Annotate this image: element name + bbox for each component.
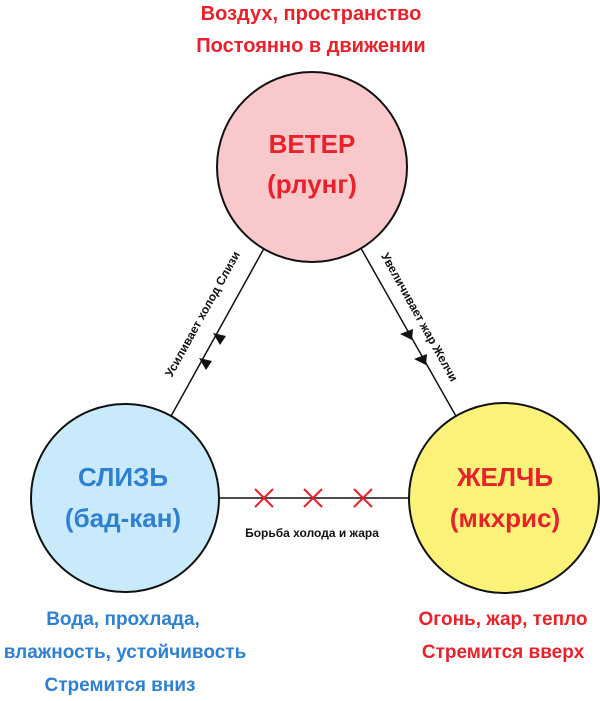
wind-subtitle: (рлунг): [267, 169, 357, 199]
bile-subtitle: (мкхрис): [450, 503, 560, 533]
wind-description-line-1: Воздух, пространство: [201, 3, 422, 25]
wind-title: ВЕТЕР: [269, 129, 356, 159]
edge-label-phlegm-bile: Борьба холода и жара: [245, 526, 379, 540]
arrowhead-left-1: [213, 333, 226, 345]
bile-description-line-1: Огонь, жар, тепло: [419, 609, 588, 630]
bile-title: ЖЕЛЧЬ: [456, 462, 553, 492]
arrowhead-right-2: [414, 354, 427, 365]
arrowhead-right-1: [400, 329, 413, 340]
arrowhead-left-2: [199, 358, 212, 370]
wind-description-line-2: Постоянно в движении: [196, 35, 425, 57]
phlegm-subtitle: (бад-кан): [65, 503, 181, 533]
cross-marks: [254, 488, 373, 508]
bile-description-line-2: Стремится вверх: [422, 642, 585, 663]
bile-circle: [408, 402, 600, 594]
phlegm-description-line-3: Стремится вниз: [45, 675, 196, 696]
connector-wind-bile: [357, 242, 458, 419]
phlegm-description-line-2: влажность, устойчивость: [4, 642, 247, 663]
edge-label-wind-bile: Увеличивает жар Желчи: [378, 250, 461, 384]
wind-circle: [216, 71, 408, 263]
phlegm-title: СЛИЗЬ: [78, 462, 168, 492]
phlegm-description-line-1: Вода, прохлада,: [46, 609, 200, 630]
phlegm-circle: [30, 403, 220, 593]
connector-wind-phlegm: [169, 242, 268, 419]
